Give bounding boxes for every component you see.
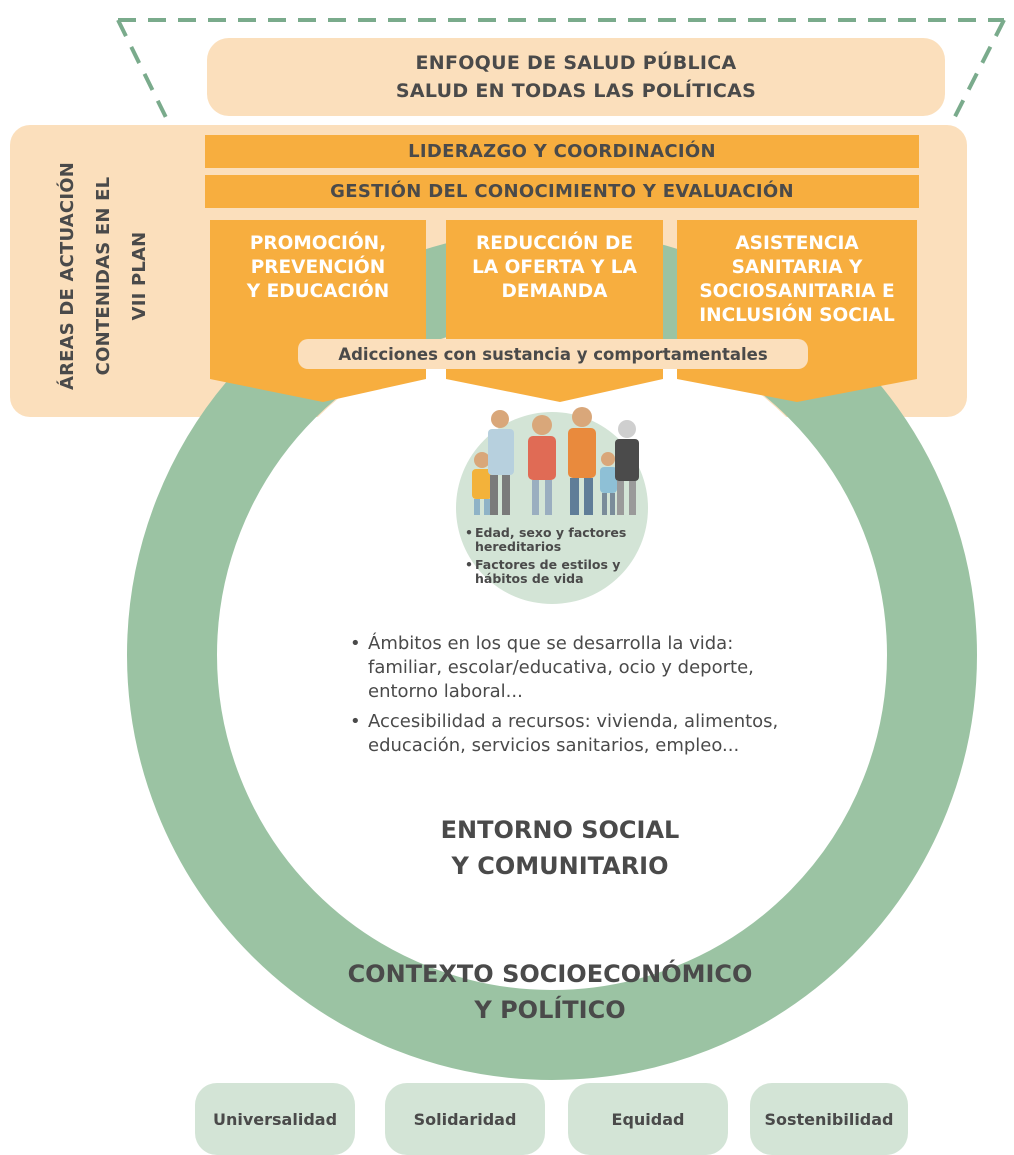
- individual-factor-item: •Factores de estilos y hábitos de vida: [465, 558, 655, 586]
- context-title-line1: CONTEXTO SOCIOECONÓMICO: [347, 960, 753, 988]
- column-promotion-line3: Y EDUCACIÓN: [246, 281, 390, 302]
- social-environment-title-line1: ENTORNO SOCIAL: [440, 816, 680, 844]
- context-title-line2: Y POLÍTICO: [474, 996, 626, 1024]
- individual-factors-list: •Edad, sexo y factores hereditarios •Fac…: [465, 526, 655, 586]
- column-promotion-text: PROMOCIÓN, PREVENCIÓN Y EDUCACIÓN: [210, 232, 426, 304]
- column-reduction-line1: REDUCCIÓN DE: [476, 233, 633, 254]
- column-reduction-line3: DEMANDA: [501, 281, 608, 302]
- individual-factor-item: •Edad, sexo y factores hereditarios: [465, 526, 655, 554]
- column-assistance-line2: SANITARIA Y: [731, 257, 863, 278]
- social-environment-item: •Ámbitos en los que se desarrolla la vid…: [350, 632, 810, 704]
- value-universalidad: Universalidad: [195, 1083, 355, 1155]
- social-environment-list: •Ámbitos en los que se desarrolla la vid…: [350, 632, 810, 764]
- individual-factor-text: Edad, sexo y factores hereditarios: [475, 525, 627, 554]
- column-assistance-line1: ASISTENCIA: [735, 233, 859, 254]
- column-promotion-line2: PREVENCIÓN: [250, 257, 386, 278]
- value-solidaridad: Solidaridad: [385, 1083, 545, 1155]
- column-assistance-line4: INCLUSIÓN SOCIAL: [699, 305, 895, 326]
- social-environment-title-line2: Y COMUNITARIO: [451, 852, 669, 880]
- individual-factor-text: Factores de estilos y hábitos de vida: [475, 557, 621, 586]
- top-box-line2: SALUD EN TODAS LAS POLÍTICAS: [395, 80, 757, 102]
- column-assistance-text: ASISTENCIA SANITARIA Y SOCIOSANITARIA E …: [677, 232, 917, 328]
- socioeconomic-context-title: CONTEXTO SOCIOECONÓMICO Y POLÍTICO: [250, 956, 850, 1028]
- value-label: Solidaridad: [413, 1109, 517, 1129]
- leadership-bar-label: LIDERAZGO Y COORDINACIÓN: [408, 141, 716, 162]
- public-health-approach-box: ENFOQUE DE SALUD PÚBLICA SALUD EN TODAS …: [207, 38, 945, 116]
- leadership-bar: LIDERAZGO Y COORDINACIÓN: [205, 135, 919, 168]
- addictions-subtitle-text: Adicciones con sustancia y comportamenta…: [338, 344, 768, 364]
- addictions-subtitle: Adicciones con sustancia y comportamenta…: [298, 339, 808, 369]
- social-environment-text: Accesibilidad a recursos: vivienda, alim…: [368, 711, 779, 756]
- value-equidad: Equidad: [568, 1083, 728, 1155]
- family-people-icon: [472, 407, 639, 515]
- column-reduction-text: REDUCCIÓN DE LA OFERTA Y LA DEMANDA: [446, 232, 663, 304]
- value-label: Equidad: [611, 1109, 685, 1129]
- value-label: Universalidad: [212, 1109, 338, 1129]
- social-environment-circle: [218, 321, 886, 989]
- column-assistance-line3: SOCIOSANITARIA E: [699, 281, 895, 302]
- top-box-line1: ENFOQUE DE SALUD PÚBLICA: [415, 52, 737, 74]
- value-label: Sostenibilidad: [764, 1109, 894, 1129]
- social-environment-text: Ámbitos en los que se desarrolla la vida…: [368, 633, 754, 702]
- column-reduction-line2: LA OFERTA Y LA: [472, 257, 637, 278]
- social-environment-title: ENTORNO SOCIAL Y COMUNITARIO: [340, 812, 780, 884]
- column-promotion-line1: PROMOCIÓN,: [249, 233, 387, 254]
- value-sostenibilidad: Sostenibilidad: [750, 1083, 908, 1155]
- knowledge-bar: GESTIÓN DEL CONOCIMIENTO Y EVALUACIÓN: [205, 175, 919, 208]
- social-environment-item: •Accesibilidad a recursos: vivienda, ali…: [350, 710, 810, 758]
- knowledge-bar-label: GESTIÓN DEL CONOCIMIENTO Y EVALUACIÓN: [330, 181, 794, 202]
